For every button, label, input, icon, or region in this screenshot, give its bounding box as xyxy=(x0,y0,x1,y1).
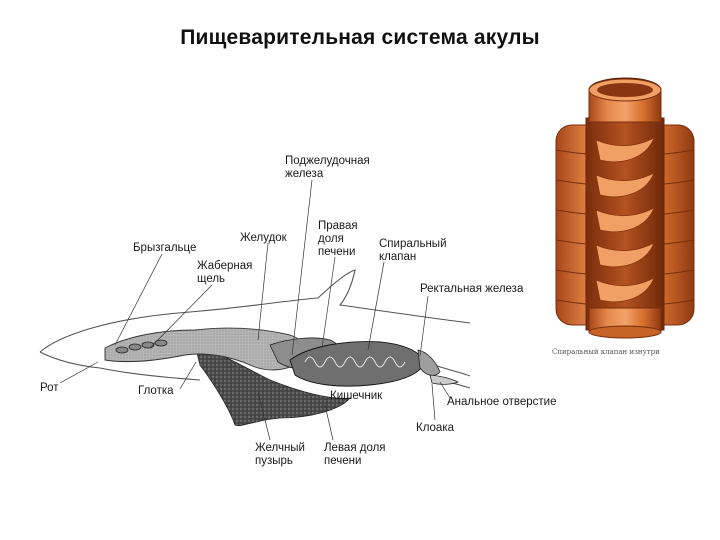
cloaca-shape xyxy=(429,374,460,385)
left-liver-lobe xyxy=(194,344,351,427)
spiral-valve-inset xyxy=(555,77,695,339)
label-mouth: Рот xyxy=(40,382,59,394)
label-pancreas: Поджелудочная железа xyxy=(285,155,370,180)
inset-caption: Спиральный клапан изнутри xyxy=(552,348,660,356)
label-gallbladder: Желчный пузырь xyxy=(255,442,305,467)
label-intestine: Кишечник xyxy=(330,390,383,402)
leader-lines xyxy=(59,179,451,441)
rectal-gland xyxy=(417,349,441,376)
label-left-liver: Левая доля печени xyxy=(324,442,386,467)
label-stomach: Желудок xyxy=(240,232,287,244)
label-right-liver: Правая доля печени xyxy=(318,220,358,258)
shark-body-outline xyxy=(39,269,471,389)
spiral-valve-folds xyxy=(304,356,406,368)
page-title: Пищеварительная система акулы xyxy=(180,26,540,49)
label-rectal-gland: Ректальная железа xyxy=(420,283,524,295)
label-spiracle: Брызгальце xyxy=(133,242,197,254)
label-spiral-valve: Спиральный клапан xyxy=(379,238,447,263)
label-pharynx: Глотка xyxy=(138,385,174,397)
label-cloaca: Клоака xyxy=(416,422,455,434)
label-anus: Анальное отверстие xyxy=(447,396,557,408)
label-gill-slit: Жаберная щель xyxy=(197,260,253,285)
